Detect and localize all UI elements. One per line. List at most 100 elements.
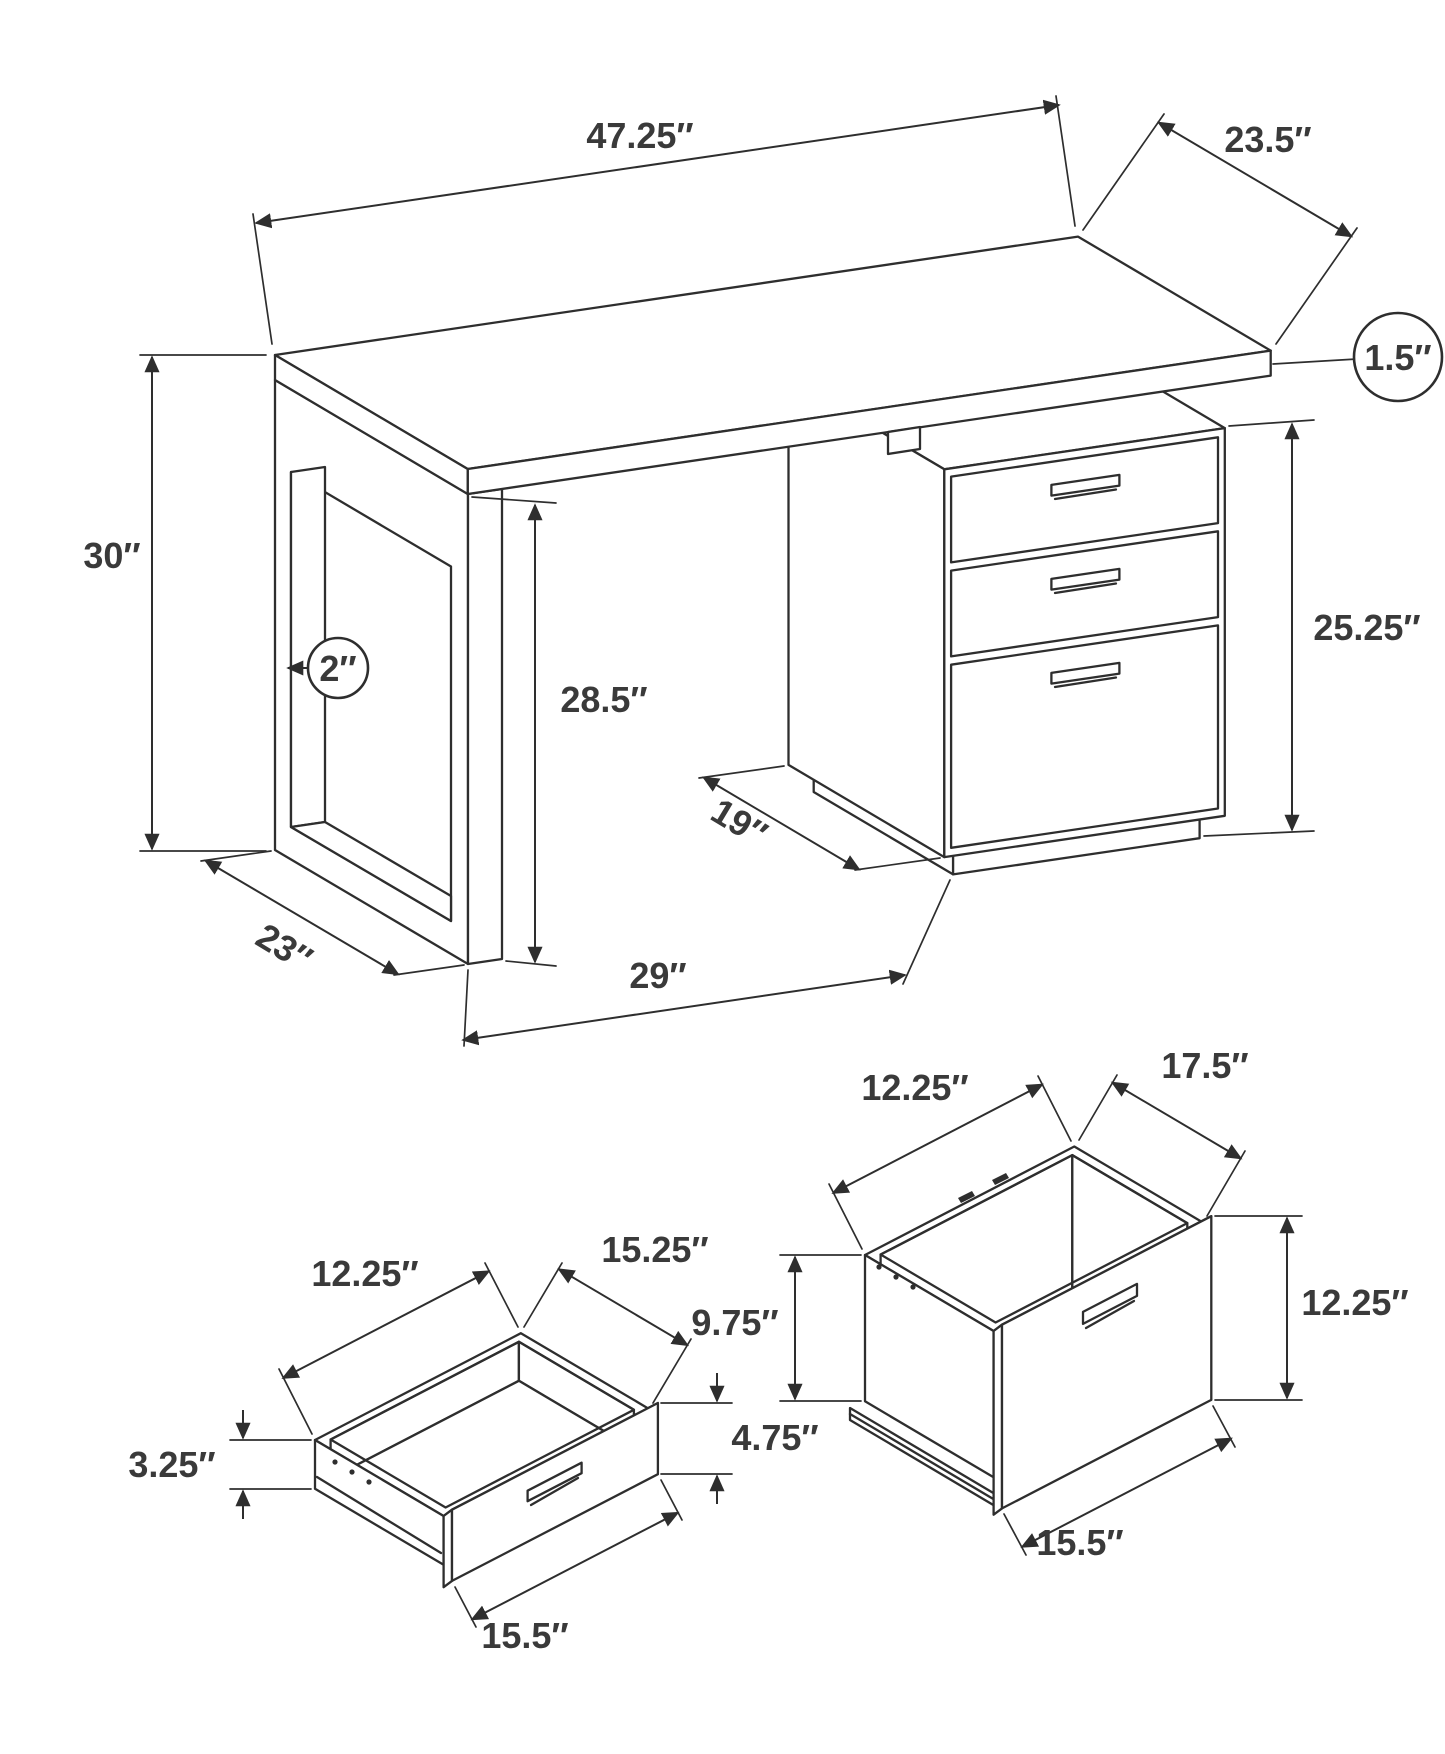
line-shape [484, 1262, 519, 1328]
line-shape [848, 1412, 997, 1502]
line-shape [1020, 1437, 1233, 1548]
polygon-shape [1081, 1282, 1139, 1326]
file-drawer-dimensions: 12.25″ 17.5″ 9.75″ 12.25″ 15.5″ [691, 1045, 1408, 1563]
rail-clip [958, 1191, 975, 1203]
file-drawer-detail: 12.25″ 17.5″ 9.75″ 12.25″ 15.5″ [691, 1045, 1408, 1563]
line-shape [902, 879, 951, 985]
screw-dot [349, 1469, 355, 1475]
front-panel-end [442, 1508, 454, 1589]
line-shape [660, 1479, 683, 1521]
leg-front-member-face [466, 487, 504, 966]
dim-pedestal-depth: 19″ [704, 790, 774, 855]
dim-small-top-left: 12.25″ [311, 1253, 418, 1294]
dim-pedestal-height: 25.25″ [1313, 607, 1420, 648]
dim-knee-space: 29″ [629, 955, 686, 996]
line-shape [1275, 227, 1358, 345]
line-shape [461, 969, 907, 1046]
line-shape [200, 850, 272, 862]
desktop-left-edge-face [273, 353, 469, 496]
dim-small-front-width: 15.5″ [481, 1615, 568, 1656]
drawer-handle [1050, 567, 1121, 595]
line-shape [203, 859, 400, 976]
line-shape [557, 1268, 690, 1347]
drawer-handle [526, 1461, 583, 1507]
dim-file-top-right: 17.5″ [1161, 1045, 1248, 1086]
line-shape [505, 960, 557, 967]
line-shape [1078, 1074, 1118, 1141]
line-shape [1110, 1081, 1243, 1160]
line-shape [831, 1083, 1044, 1194]
dim-clearance-height: 28.5″ [560, 679, 647, 720]
line-shape [1053, 676, 1118, 689]
line-shape [701, 776, 861, 871]
dim-leg-depth: 23″ [249, 915, 319, 980]
screw-dot [876, 1264, 882, 1270]
line-shape [393, 964, 465, 976]
polygon-shape [1050, 473, 1121, 497]
dim-small-top-right: 15.25″ [601, 1229, 708, 1270]
line-shape [470, 1511, 680, 1621]
line-shape [854, 857, 941, 871]
line-shape [1228, 419, 1315, 427]
frame-balloon [306, 636, 370, 700]
dim-desk-height: 30″ [83, 535, 140, 576]
line-shape [652, 1338, 692, 1404]
dim-file-front-height: 12.25″ [1301, 1282, 1408, 1323]
dim-desk-top-depth: 23.5″ [1224, 119, 1311, 160]
line-shape [1053, 488, 1118, 501]
small-drawer-detail: 12.25″ 15.25″ 3.25″ 4.75″ 15.5″ [128, 1229, 818, 1656]
pedestal-drawer-1 [949, 436, 1220, 564]
line-shape [471, 496, 557, 504]
dim-file-top-left: 12.25″ [861, 1067, 968, 1108]
pedestal-drawer-3 [949, 624, 1220, 849]
line-shape [1055, 95, 1076, 227]
line-shape [252, 213, 273, 345]
line-shape [1206, 1150, 1246, 1217]
line-shape [828, 1183, 863, 1250]
small-drawer-dimensions: 12.25″ 15.25″ 3.25″ 4.75″ 15.5″ [128, 1229, 818, 1656]
line-shape [281, 1270, 491, 1379]
line-shape [1212, 1405, 1236, 1448]
line-shape [1003, 1513, 1027, 1556]
desk-drawing: 47.25″ 23.5″ 1.5″ 30″ 2″ 28.5″ [83, 95, 1444, 1047]
dim-desk-top-width: 47.25″ [586, 115, 693, 156]
desktop [273, 235, 1272, 496]
front-panel-face [1000, 1215, 1213, 1510]
pedestal-drawer-2 [949, 530, 1220, 658]
screw-dot [910, 1284, 916, 1290]
front-panel-end [992, 1323, 1004, 1516]
thickness-balloon [1352, 311, 1444, 403]
drawer-handle [1050, 473, 1121, 501]
line-shape [278, 1368, 313, 1435]
line-shape [1082, 113, 1165, 231]
screw-dot [366, 1479, 372, 1485]
rail-clip [992, 1173, 1009, 1185]
line-shape [254, 99, 1061, 229]
screw-dot [893, 1274, 899, 1280]
dim-small-side-height: 3.25″ [128, 1444, 215, 1485]
line-shape [1203, 830, 1315, 837]
polygon-shape [1050, 661, 1121, 685]
line-shape [1053, 582, 1118, 595]
polygon-shape [526, 1461, 583, 1503]
dim-desk-top-thickness: 1.5″ [1364, 337, 1431, 378]
screw-dot [332, 1459, 338, 1465]
polygon-shape [1050, 567, 1121, 591]
mounting-bracket [886, 425, 922, 456]
line-shape [454, 1586, 477, 1628]
line-shape [1272, 358, 1358, 365]
line-shape [1157, 121, 1354, 238]
slide-rail [315, 1475, 443, 1555]
drawer-handle [1050, 661, 1121, 689]
dim-file-front-width: 15.5″ [1036, 1522, 1123, 1563]
line-shape [1037, 1075, 1072, 1142]
line-shape [523, 1262, 563, 1328]
line-shape [1084, 1299, 1136, 1330]
drawer-handle [1081, 1282, 1139, 1330]
dim-small-front-height: 4.75″ [731, 1417, 818, 1458]
left-leg [273, 378, 504, 966]
line-shape [529, 1476, 580, 1507]
dim-frame-thickness: 2″ [319, 648, 356, 689]
